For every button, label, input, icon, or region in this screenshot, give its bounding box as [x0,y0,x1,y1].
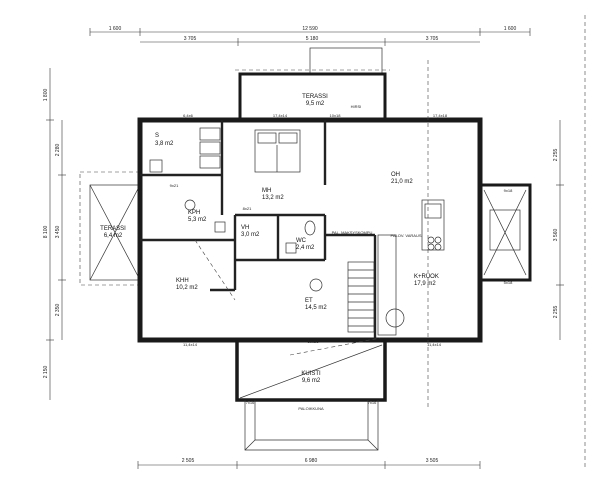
room-labels: S 3,8 m2 MH 13,2 m2 OH 21,0 m2 KPH 5,3 m… [155,133,439,311]
left-terrace: TERASSI 6,4 m2 [79,171,141,286]
dim-top-5: 5 180 [306,36,319,42]
dim-left-3: 2 150 [43,366,49,379]
outer-walls [137,117,483,343]
stairs [347,261,375,333]
dim-left-1: 1 800 [43,89,49,102]
dim-left-2: 8 100 [43,226,49,239]
dim-bottom-1: 2 505 [182,458,195,464]
dim-top-4: 3 705 [184,36,197,42]
kuisti-win-right: 7x16 [368,400,377,405]
kuisti-door-label: PALOIKKUNA [298,406,324,411]
right-win: 9x18 [504,188,513,193]
terassi-top-area: 9,5 m2 [306,101,325,107]
room-s-name: S [155,133,159,139]
kuisti-area: 9,6 m2 [302,378,321,384]
bottom-dimensions: 2 505 6 980 3 505 [137,458,481,469]
right-bay [478,183,532,282]
door-10x21: 10x21 [308,339,320,344]
top-terrace: TERASSI 9,5 m2 HIRSI [235,47,390,120]
room-wc-area: 2,4 m2 [296,245,315,251]
room-khh-area: 10,2 m2 [176,285,198,291]
kitchen-fixtures [377,199,521,336]
dim-left-4: 2 280 [55,144,61,157]
room-mh-area: 13,2 m2 [262,195,284,201]
paloikkuna-label: PAL. MAKSYSKOMPU [332,230,373,235]
room-mh-name: MH [262,188,271,194]
bed [254,129,301,173]
hirsi-label: HIRSI [351,104,362,109]
left-dimensions: 1 800 8 100 2 150 2 280 3 450 2 350 [43,68,66,400]
room-s-area: 3,8 m2 [155,141,174,147]
room-vh-name: VH [241,225,249,231]
room-keittio-name: K+RUOK [414,274,439,280]
dim-bottom-2: 6 980 [305,458,318,464]
front-porch: KUISTI 9,6 m2 7x16 7x16 PALOIKKUNA [235,340,387,451]
win-mid-top: 10x18 [330,113,342,118]
interior-walls [140,120,377,340]
top-dimensions: 1 600 12 590 1 600 3 705 5 180 3 705 [89,26,531,46]
dim-top-6: 3 705 [426,36,439,42]
dim-top-3: 1 600 [504,26,517,32]
room-vh-area: 3,0 m2 [241,232,260,238]
win-mh: 17,4x14 [273,113,288,118]
room-kph-name: KPH [188,210,200,216]
dim-left-5: 3 450 [55,226,61,239]
dim-top-1: 1 600 [109,26,122,32]
kuisti-win-left: 7x16 [246,400,255,405]
terassi-left-area: 6,4 m2 [104,233,123,239]
dim-right-1: 2 255 [553,149,559,162]
kuisti-name: KUISTI [301,371,321,377]
door-9x21: 9x21 [170,183,179,188]
win-oh: 17,4x18 [433,113,448,118]
window-labels: 6,4x6 17,4x14 10x18 17,4x18 11,4x14 11,4… [170,113,513,347]
dim-right-2: 3 560 [553,229,559,242]
win-bottom-left: 11,4x14 [183,342,198,347]
room-et-area: 14,5 m2 [305,305,327,311]
dim-left-6: 2 350 [55,304,61,317]
sauna-benches [149,127,221,173]
door-8x21: 8x21 [243,206,252,211]
room-keittio-area: 17,9 m2 [414,281,436,287]
room-wc-name: WC [296,238,307,244]
win-left-top: 6,4x6 [183,113,194,118]
terassi-left-name: TERASSI [100,226,126,232]
palov-label: PALOV. VARAUS [390,233,421,238]
dim-bottom-3: 3 505 [426,458,439,464]
terassi-top-name: TERASSI [302,94,328,100]
bath-fixtures [184,199,323,292]
dim-top-2: 12 590 [302,26,318,32]
room-kph-area: 5,3 m2 [188,217,207,223]
win-bottom-right: 11,4x14 [427,342,442,347]
dim-right-3: 2 255 [553,306,559,319]
room-khh-name: KHH [176,278,189,284]
room-oh-area: 21,0 m2 [391,179,413,185]
right-win2: 5x18 [504,280,513,285]
room-oh-name: OH [391,172,400,178]
right-dimensions: 2 255 3 560 2 255 [553,15,586,470]
room-et-name: ET [305,298,313,304]
